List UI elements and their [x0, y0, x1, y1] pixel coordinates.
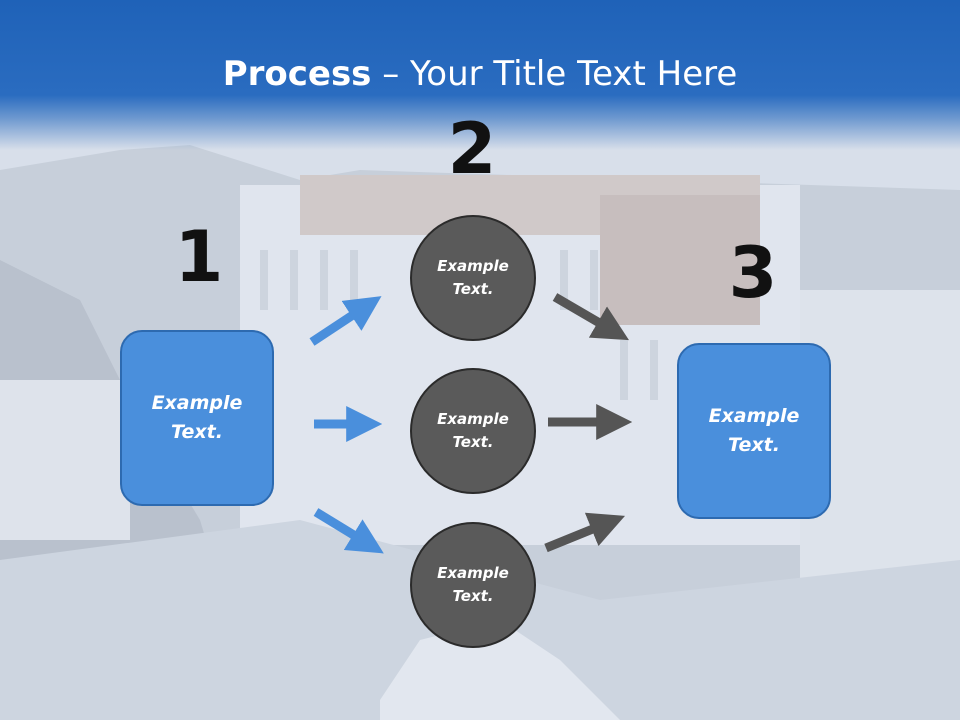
circle-top-text: Example Text.	[437, 255, 509, 301]
circle-bottom-text: Example Text.	[437, 562, 509, 608]
step-3-box-line-2: Text.	[728, 434, 780, 456]
step-1-box[interactable]: Example Text.	[120, 330, 274, 506]
header-bar	[0, 0, 960, 150]
circle-bottom-line-2: Text.	[452, 587, 494, 605]
step-1-box-line-2: Text.	[171, 421, 223, 443]
step-3-box[interactable]: Example Text.	[677, 343, 831, 519]
circle-mid-line-1: Example	[437, 410, 509, 428]
slide-title: Process – Your Title Text Here	[0, 52, 960, 96]
step-2-circle-middle[interactable]: Example Text.	[410, 368, 536, 494]
step-2-circle-top[interactable]: Example Text.	[410, 215, 536, 341]
step-number-2: 2	[447, 108, 497, 190]
circle-bottom-line-1: Example	[437, 564, 509, 582]
step-3-box-text: Example Text.	[709, 402, 800, 460]
step-number-3: 3	[728, 232, 778, 314]
step-2-circle-bottom[interactable]: Example Text.	[410, 522, 536, 648]
circle-mid-text: Example Text.	[437, 408, 509, 454]
step-1-box-text: Example Text.	[152, 389, 243, 447]
circle-top-line-2: Text.	[452, 280, 494, 298]
title-rest: – Your Title Text Here	[371, 54, 738, 94]
step-number-1: 1	[174, 216, 224, 298]
circle-mid-line-2: Text.	[452, 433, 494, 451]
circle-top-line-1: Example	[437, 257, 509, 275]
step-1-box-line-1: Example	[151, 392, 243, 414]
step-3-box-line-1: Example	[708, 405, 800, 427]
title-bold: Process	[222, 54, 372, 94]
